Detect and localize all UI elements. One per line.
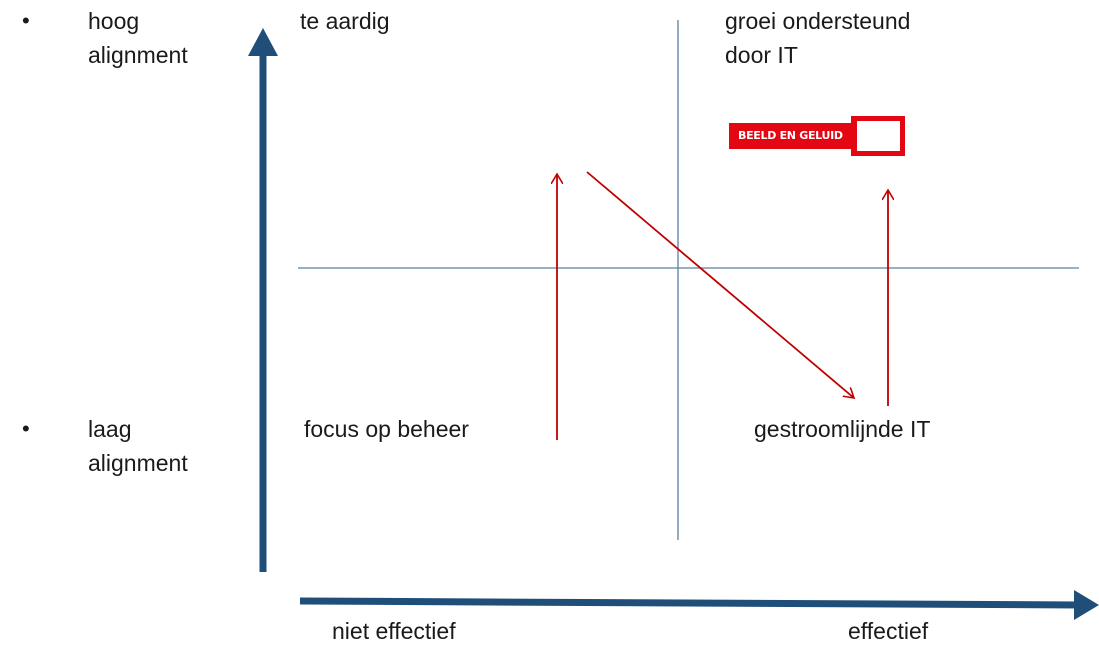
quadrant-bottom-left-label: focus op beheer: [304, 416, 469, 442]
y-low-label: laag alignment: [88, 416, 188, 476]
beeld-en-geluid-logo: BEELD EN GELUID: [729, 116, 905, 156]
y-axis-arrow: [248, 28, 278, 572]
bullet-high: •: [22, 8, 30, 33]
y-high-label: hoog alignment: [88, 8, 188, 68]
logo-frame: [850, 116, 905, 156]
logo-text: BEELD EN GELUID: [729, 123, 851, 149]
x-low-label: niet effectief: [332, 618, 456, 644]
quadrant-top-right-label: groei ondersteund door IT: [725, 8, 911, 68]
arrow-aardig-to-gestroomlijnd: [586, 171, 854, 398]
bullet-low: •: [22, 416, 30, 441]
x-high-label: effectief: [848, 618, 929, 644]
quadrant-bottom-right-label: gestroomlijnde IT: [754, 416, 931, 442]
x-axis-arrow: [299, 590, 1099, 620]
quadrant-top-left-label: te aardig: [300, 8, 390, 34]
